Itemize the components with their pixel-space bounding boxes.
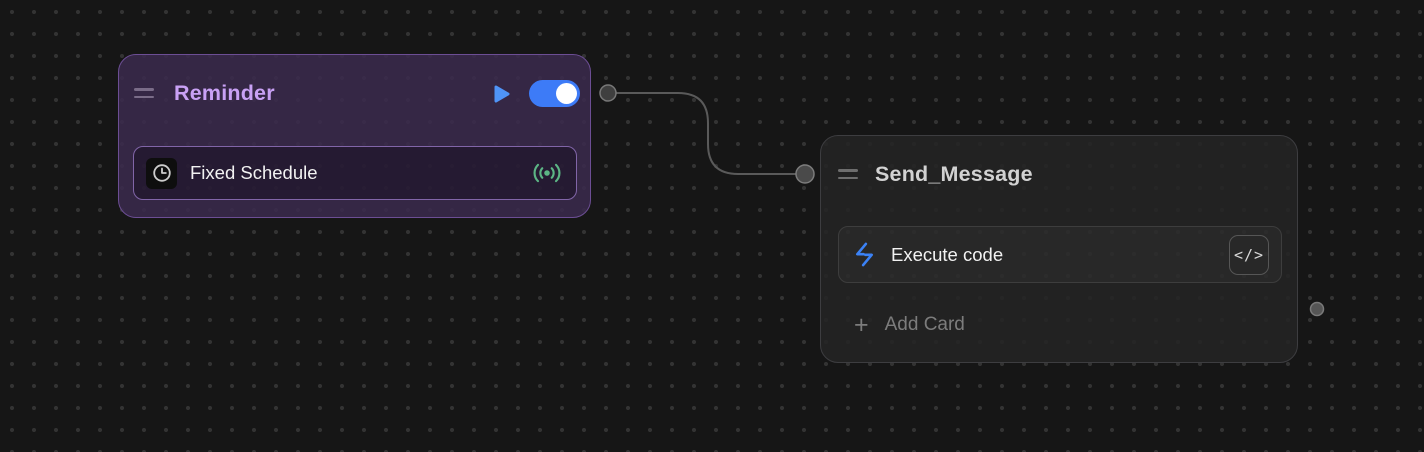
play-button[interactable] bbox=[493, 84, 511, 104]
send-message-output-port[interactable] bbox=[1309, 301, 1325, 317]
zap-icon bbox=[856, 242, 873, 267]
drag-handle-icon[interactable] bbox=[134, 88, 154, 103]
reminder-output-port[interactable] bbox=[599, 84, 617, 102]
fixed-schedule-label: Fixed Schedule bbox=[190, 162, 318, 183]
reminder-node-title: Reminder bbox=[174, 81, 275, 105]
toggle-knob bbox=[556, 83, 577, 104]
send-message-input-port[interactable] bbox=[795, 164, 815, 184]
execute-code-label: Execute code bbox=[891, 243, 1004, 265]
connection-wire bbox=[616, 92, 796, 175]
send-message-node[interactable]: Send_Message Execute code </> + Add Card bbox=[820, 135, 1298, 363]
execute-code-card[interactable]: Execute code </> bbox=[838, 226, 1282, 283]
send-message-node-title: Send_Message bbox=[875, 162, 1033, 186]
broadcast-icon bbox=[533, 163, 561, 183]
reminder-node[interactable]: Reminder Fixed Schedule bbox=[118, 54, 591, 218]
clock-icon bbox=[146, 157, 177, 189]
add-card-button[interactable]: + Add Card bbox=[854, 310, 965, 340]
drag-handle-icon[interactable] bbox=[838, 169, 858, 184]
enable-toggle[interactable] bbox=[529, 80, 580, 107]
plus-icon: + bbox=[854, 310, 869, 339]
code-editor-button[interactable]: </> bbox=[1229, 234, 1269, 275]
add-card-label: Add Card bbox=[884, 314, 965, 335]
fixed-schedule-card[interactable]: Fixed Schedule bbox=[133, 146, 577, 200]
